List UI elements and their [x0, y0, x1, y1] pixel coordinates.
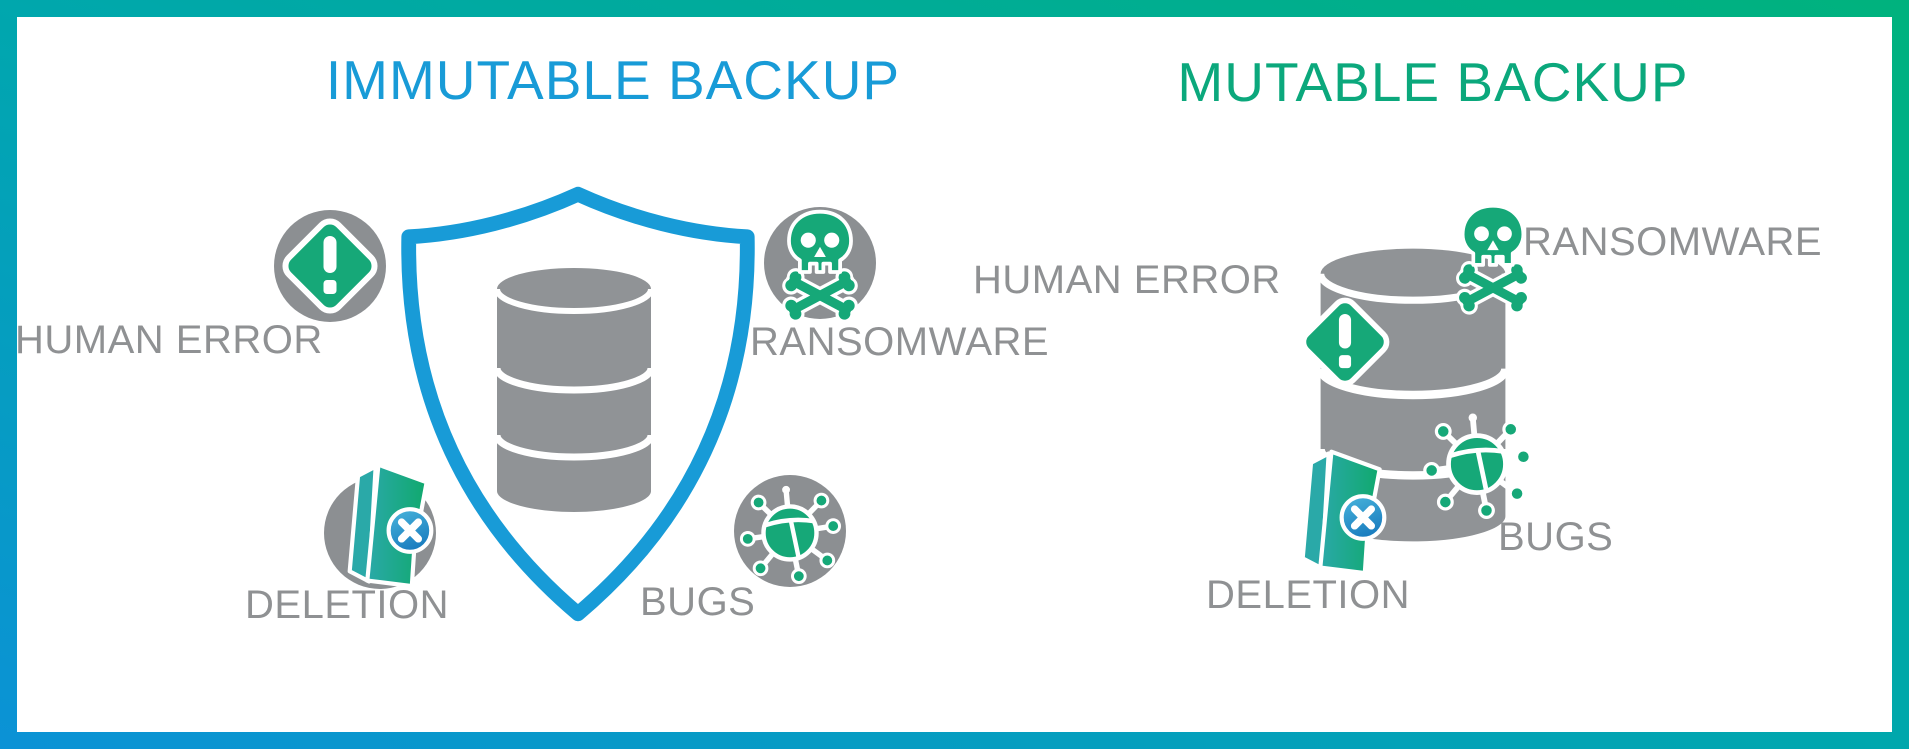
canvas	[17, 17, 1892, 732]
